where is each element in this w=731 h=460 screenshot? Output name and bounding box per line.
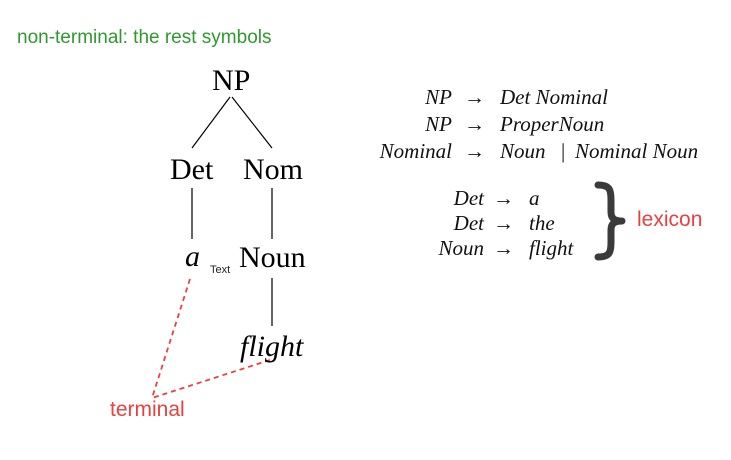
lexicon-rule-3-arrow: → bbox=[493, 236, 514, 260]
lexicon-rule-3-lhs: Noun bbox=[438, 236, 484, 260]
grammar-rule-1-arrow: → bbox=[464, 85, 485, 109]
edge-np-nom bbox=[231, 96, 273, 149]
lexicon-rule-2-arrow: → bbox=[493, 211, 514, 235]
edge-np-det bbox=[191, 96, 231, 149]
grammar-rule-3-rhs: Noun bbox=[500, 139, 546, 163]
text-annotation: Text bbox=[210, 264, 231, 276]
grammar-rule-3-rhs2: Nominal Noun bbox=[575, 139, 699, 163]
terminal-label: terminal bbox=[110, 398, 185, 421]
tree-node-np: NP bbox=[212, 64, 251, 97]
terminal-pointer-a bbox=[151, 278, 191, 399]
grammar-rule-2-lhs: NP bbox=[425, 112, 452, 136]
tree-node-noun: Noun bbox=[239, 241, 306, 274]
grammar-rule-3-lhs: Nominal bbox=[379, 139, 452, 163]
lexicon-rule-3-rhs: flight bbox=[529, 236, 574, 260]
lexicon-rule-2-rhs: the bbox=[529, 211, 555, 235]
terminal-pointer-flight bbox=[151, 359, 271, 399]
tree-node-nom: Nom bbox=[243, 153, 303, 186]
tree-leaf-flight: flight bbox=[240, 330, 304, 363]
tree-leaf-a: a bbox=[185, 240, 200, 273]
grammar-rule-1-lhs: NP bbox=[425, 85, 452, 109]
grammar-rule-2-rhs: ProperNoun bbox=[500, 112, 605, 136]
grammar-rule-1-rhs: Det Nominal bbox=[500, 85, 608, 109]
lexicon-label: lexicon bbox=[637, 208, 703, 231]
grammar-rule-3-arrow: → bbox=[464, 139, 485, 163]
tree-node-det: Det bbox=[170, 153, 214, 186]
lexicon-rule-2-lhs: Det bbox=[453, 211, 484, 235]
lexicon-rule-1-lhs: Det bbox=[453, 186, 484, 210]
grammar-rule-3-bar: | bbox=[561, 139, 566, 163]
lexicon-rule-1-rhs: a bbox=[529, 186, 540, 210]
grammar-rule-2-arrow: → bbox=[464, 112, 485, 136]
lexicon-brace bbox=[594, 181, 626, 261]
lexicon-rule-1-arrow: → bbox=[493, 186, 514, 210]
nonterminal-note: non-terminal: the rest symbols bbox=[17, 27, 272, 48]
